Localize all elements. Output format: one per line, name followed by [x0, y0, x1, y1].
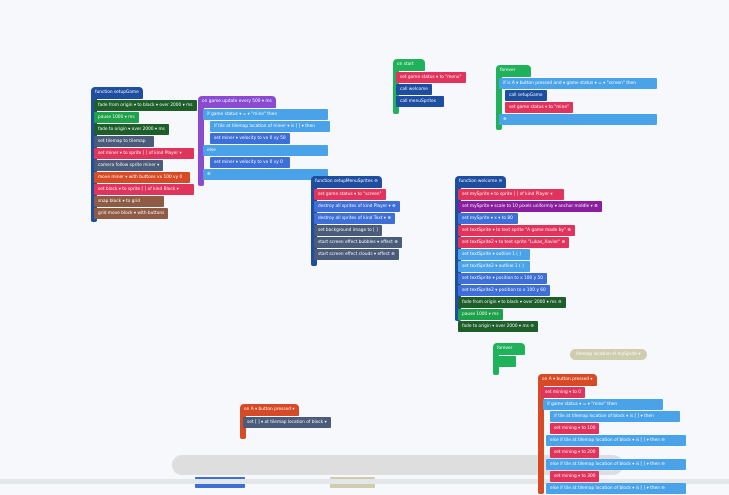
on-start-header-block[interactable]: on start — [393, 59, 425, 71]
code-block[interactable]: set miner ▾ velocity to vx 0 vy 0 — [210, 157, 290, 168]
horizontal-scrollbar[interactable] — [172, 455, 623, 475]
code-block[interactable]: set textSprite2 ▾ outline 1 ( ) — [458, 261, 530, 272]
on-a-button-pressed-1-stack[interactable]: on A ▾ button pressed ▾set [ ] ▾ at tile… — [240, 404, 331, 439]
code-block[interactable]: set mining ▾ to 0 — [541, 387, 585, 398]
code-block[interactable]: destroy all sprites of kind Text ▾ ⊕ — [314, 213, 395, 224]
code-block[interactable]: else if tile at tilemap location of bloc… — [546, 435, 686, 446]
function-welcome-header-block[interactable]: function welcome ⊖ — [455, 176, 507, 188]
code-block[interactable]: pause 1000 ▾ ms — [94, 112, 139, 123]
code-block[interactable]: snap block ▾ to grid — [94, 196, 164, 207]
code-block[interactable]: camera follow sprite miner ▾ — [94, 160, 164, 171]
on-a-button-pressed-2-header-block[interactable]: on A ▾ button pressed ▾ — [538, 374, 597, 386]
code-block[interactable]: grid move block ▾ with buttons — [94, 208, 169, 219]
code-block[interactable]: call setupGame — [505, 90, 547, 101]
function-setupmenusprites-header-block[interactable]: function setupMenuSprites ⊖ — [311, 176, 382, 188]
stack-spine — [496, 75, 502, 130]
code-block[interactable]: set textSprite2 ▾ position to x 100 y 60 — [458, 285, 550, 296]
code-block[interactable]: set mySprite ▾ scale to 10 pixels unifor… — [458, 201, 602, 212]
code-block[interactable]: set tilemap to tilemap — [94, 136, 154, 147]
code-block[interactable]: else — [203, 145, 328, 156]
code-block[interactable]: pause 1000 ▾ ms — [458, 309, 503, 320]
function-setupmenusprites-stack[interactable]: function setupMenuSprites ⊖set game stat… — [311, 176, 402, 266]
code-block[interactable]: set textSprite ▾ outline 1 ( ) — [458, 249, 530, 260]
code-block[interactable]: set textSprite2 ▾ to text sprite "Lukas_… — [458, 237, 570, 248]
code-block[interactable]: fade from origin ▾ to black ▾ over 2000 … — [458, 297, 566, 308]
code-block[interactable]: destroy all sprites of kind Player ▾ ⊕ — [314, 201, 400, 212]
on-game-update-header-block[interactable]: on game update every 500 ▾ ms — [198, 96, 276, 108]
code-block[interactable]: set miner ▾ velocity to vx 0 vy 50 — [210, 133, 290, 144]
code-block[interactable]: if tile at tilemap location of block ▾ i… — [550, 411, 680, 422]
code-block[interactable]: if is A ▾ button pressed and ▾ game stat… — [499, 78, 657, 89]
code-block[interactable]: move miner ▾ with buttons vx 100 vy 0 — [94, 172, 190, 183]
on-a-button-pressed-1-header-block[interactable]: on A ▾ button pressed ▾ — [240, 404, 299, 416]
code-block[interactable]: fade to origin ▾ over 2000 ▾ ms ⊖ — [458, 321, 538, 332]
code-block[interactable]: set mySprite ▾ x ▾ to 80 — [458, 213, 518, 224]
function-welcome-stack[interactable]: function welcome ⊖set mySprite ▾ to spri… — [455, 176, 602, 333]
code-block[interactable]: set mySprite ▾ to sprite [ ] of kind Pla… — [458, 189, 564, 200]
code-block[interactable]: set miner ▾ to sprite [ ] of kind Player… — [94, 148, 194, 159]
code-block[interactable]: set background image to [ ] — [314, 225, 382, 236]
code-block[interactable]: start screen effect bubbles ▾ effect ⊕ — [314, 237, 402, 248]
tilemap-location-reporter-block[interactable]: tilemap location of mySprite ▾ — [570, 349, 647, 360]
code-block[interactable]: set block ▾ to sprite [ ] of kind Block … — [94, 184, 194, 195]
code-block[interactable]: else if tile at tilemap location of bloc… — [546, 483, 686, 494]
code-block[interactable]: call menuSprites — [396, 96, 444, 107]
code-block[interactable]: set [ ] ▾ at tilemap location of block ▾ — [243, 417, 331, 428]
code-block[interactable]: set game status ▾ to "screen" — [314, 189, 386, 200]
forever-1-header-block[interactable]: forever — [496, 65, 531, 77]
stack-spine — [198, 106, 204, 186]
stack-spine — [538, 384, 544, 494]
code-block[interactable]: ⊕ — [203, 169, 328, 180]
code-block[interactable] — [496, 356, 516, 367]
stack-spine — [91, 97, 97, 222]
on-a-button-pressed-2-stack[interactable]: on A ▾ button pressed ▾set mining ▾ to 0… — [538, 374, 686, 495]
code-block[interactable]: set game status ▾ to "menu" — [396, 72, 466, 83]
code-block[interactable]: fade to origin ▾ over 2000 ▾ ms — [94, 124, 169, 135]
code-block[interactable]: if game status ▾ = ▾ "mine" then — [543, 399, 663, 410]
forever-2-stack[interactable]: forever — [493, 343, 525, 375]
code-block[interactable]: set mining ▾ to 200 — [550, 447, 600, 458]
code-block[interactable]: fade from origin ▾ to black ▾ over 2000 … — [94, 100, 197, 111]
code-block[interactable]: if game status ▾ = ▾ "mine" then — [203, 109, 328, 120]
code-block[interactable]: set textSprite ▾ to text sprite "A game … — [458, 225, 575, 236]
code-block[interactable]: set game status ▾ to "mine" — [505, 102, 573, 113]
code-block[interactable]: set mining ▾ to 100 — [550, 423, 600, 434]
code-block[interactable]: ⊕ — [499, 114, 657, 125]
code-block[interactable]: start screen effect clouds ▾ effect ⊕ — [314, 249, 399, 260]
code-block[interactable]: call welcome — [396, 84, 432, 95]
function-setupgame-header-block[interactable]: function setupGame — [91, 87, 143, 99]
workspace-bottom-edge — [0, 479, 729, 484]
code-block[interactable]: set textSprite ▾ position to x 100 y 50 — [458, 273, 547, 284]
code-block[interactable]: else if tile at tilemap location of bloc… — [546, 459, 686, 470]
code-block[interactable]: if tile at tilemap location of miner ▾ i… — [210, 121, 330, 132]
code-block[interactable]: set mining ▾ to 300 — [550, 471, 600, 482]
forever-2-header-block[interactable]: forever — [493, 343, 525, 355]
